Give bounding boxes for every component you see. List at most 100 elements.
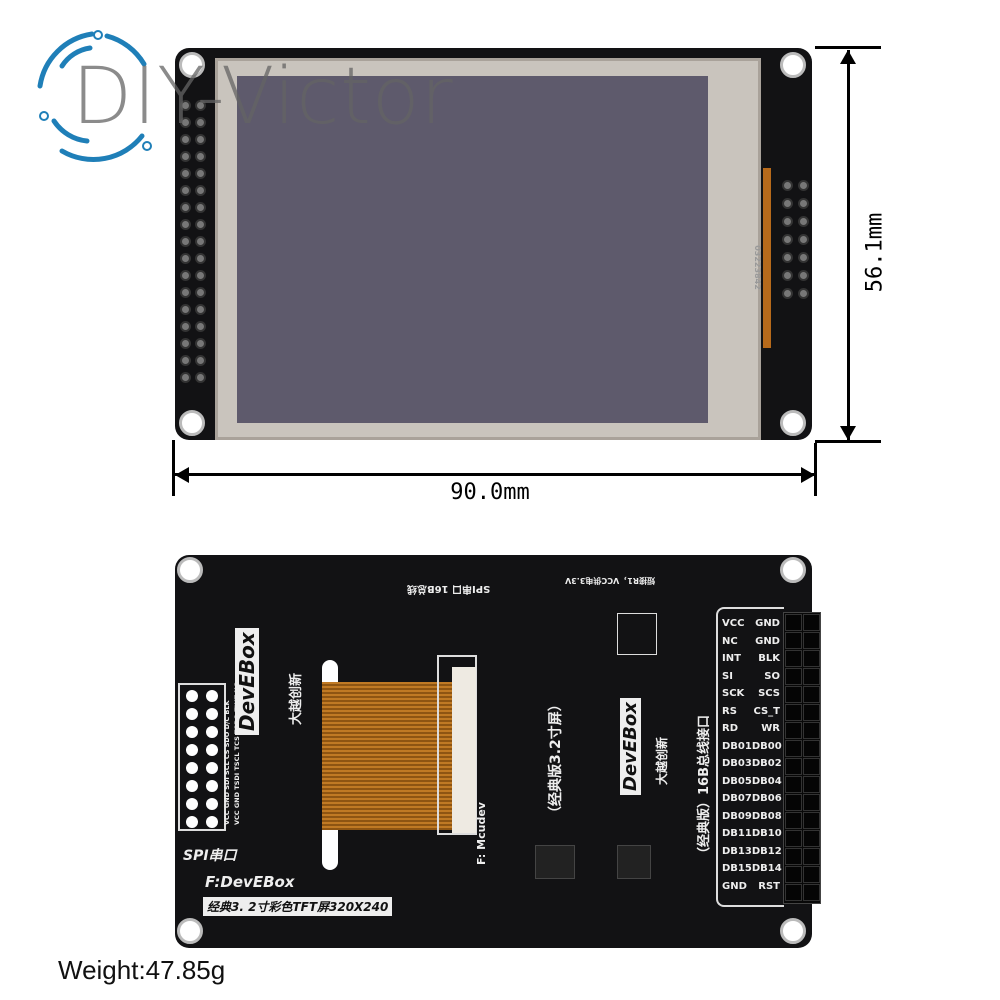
header-pin bbox=[195, 185, 206, 196]
weight-label: Weight:47.85g bbox=[58, 955, 226, 985]
spi-header[interactable] bbox=[178, 683, 226, 831]
pin-label: GND bbox=[755, 618, 780, 630]
header-pin bbox=[798, 234, 809, 245]
female-pin bbox=[803, 776, 820, 793]
header-pin bbox=[180, 100, 191, 111]
pin-label: DB13 bbox=[722, 845, 752, 857]
pin-label: DB15 bbox=[722, 863, 752, 875]
ic-chip bbox=[535, 845, 575, 879]
female-pin bbox=[803, 722, 820, 739]
pin-label: DB09 bbox=[722, 810, 752, 822]
header-pin bbox=[180, 134, 191, 145]
spi-label: SPI串口 bbox=[183, 848, 237, 864]
header-pin bbox=[195, 338, 206, 349]
pin-label: DB11 bbox=[722, 828, 752, 840]
header-pin bbox=[195, 372, 206, 383]
female-pin bbox=[785, 884, 802, 901]
female-pin bbox=[785, 614, 802, 631]
header-pin bbox=[180, 304, 191, 315]
header-pin bbox=[782, 180, 793, 191]
female-pin bbox=[803, 884, 820, 901]
header-pin bbox=[195, 202, 206, 213]
pin-label: INT bbox=[722, 653, 741, 665]
female-pin bbox=[803, 668, 820, 685]
female-pin bbox=[785, 866, 802, 883]
header-pin bbox=[195, 355, 206, 366]
header-pin bbox=[782, 288, 793, 299]
width-tick-right bbox=[814, 443, 817, 496]
header-pin bbox=[180, 117, 191, 128]
pin-label: RS bbox=[722, 705, 737, 717]
female-pin bbox=[803, 650, 820, 667]
spi-pin bbox=[206, 762, 218, 774]
pin-label-row: VCC GND bbox=[722, 615, 780, 633]
spi-pin bbox=[186, 798, 198, 810]
header-pin bbox=[180, 338, 191, 349]
header-pin bbox=[180, 168, 191, 179]
header-pin bbox=[798, 216, 809, 227]
pin-label: DB06 bbox=[751, 793, 782, 805]
spi-pin bbox=[186, 762, 198, 774]
female-pin bbox=[785, 740, 802, 757]
female-pin bbox=[785, 686, 802, 703]
pin-label: DB12 bbox=[751, 845, 782, 857]
spi-pin bbox=[206, 780, 218, 792]
spi-pin bbox=[186, 744, 198, 756]
pin-label: SCK bbox=[722, 688, 745, 700]
height-line bbox=[847, 50, 850, 440]
female-pin bbox=[785, 848, 802, 865]
header-pin bbox=[782, 270, 793, 281]
female-pin bbox=[803, 866, 820, 883]
back-board: SPI串口 16B总线 短接R1，VCC供电3.3V VCC GND SDI S… bbox=[175, 555, 821, 948]
female-header[interactable] bbox=[783, 612, 821, 904]
pin-label: DB14 bbox=[751, 863, 782, 875]
pin-label: DB05 bbox=[722, 775, 752, 787]
pin-label: NC bbox=[722, 635, 738, 647]
pin-label: DB02 bbox=[751, 758, 782, 770]
pin-label: DB03 bbox=[722, 758, 752, 770]
header-pin bbox=[195, 117, 206, 128]
header-pin bbox=[195, 321, 206, 332]
header-pin bbox=[180, 253, 191, 264]
spi-pin bbox=[206, 798, 218, 810]
brand-cn: 大越创新 bbox=[289, 672, 304, 725]
female-pin bbox=[803, 848, 820, 865]
classic-label: （经典版3.2寸屏） bbox=[548, 697, 564, 820]
bus-label: （经典版）16B总线接口 bbox=[697, 715, 712, 860]
female-pin bbox=[785, 794, 802, 811]
fpc-connector bbox=[437, 655, 477, 835]
female-pin bbox=[785, 668, 802, 685]
pin-label-row: NC GND bbox=[722, 633, 780, 651]
width-line bbox=[175, 473, 815, 476]
female-pin bbox=[785, 812, 802, 829]
spi-pin bbox=[186, 726, 198, 738]
pin-label: VCC bbox=[722, 618, 745, 630]
female-pin bbox=[803, 686, 820, 703]
fpc-label: 03223842 bbox=[752, 245, 762, 290]
female-pin bbox=[785, 776, 802, 793]
pin-label: DB07 bbox=[722, 793, 752, 805]
header-pin bbox=[782, 216, 793, 227]
female-pin bbox=[803, 704, 820, 721]
pin-label: DB00 bbox=[751, 740, 782, 752]
spi-pin bbox=[186, 690, 198, 702]
pin-label: GND bbox=[755, 635, 780, 647]
spi-pin bbox=[206, 726, 218, 738]
footer-desc: 经典3. 2寸彩色TFT屏320X240 bbox=[203, 897, 393, 916]
female-pin bbox=[803, 614, 820, 631]
female-pin bbox=[785, 632, 802, 649]
pin-label: RD bbox=[722, 723, 739, 735]
female-pin bbox=[785, 758, 802, 775]
brand-logo-right: DevEBox bbox=[620, 698, 641, 795]
header-pin bbox=[195, 219, 206, 230]
pin-label: DB10 bbox=[751, 828, 782, 840]
female-pin bbox=[803, 740, 820, 757]
female-pin bbox=[785, 722, 802, 739]
